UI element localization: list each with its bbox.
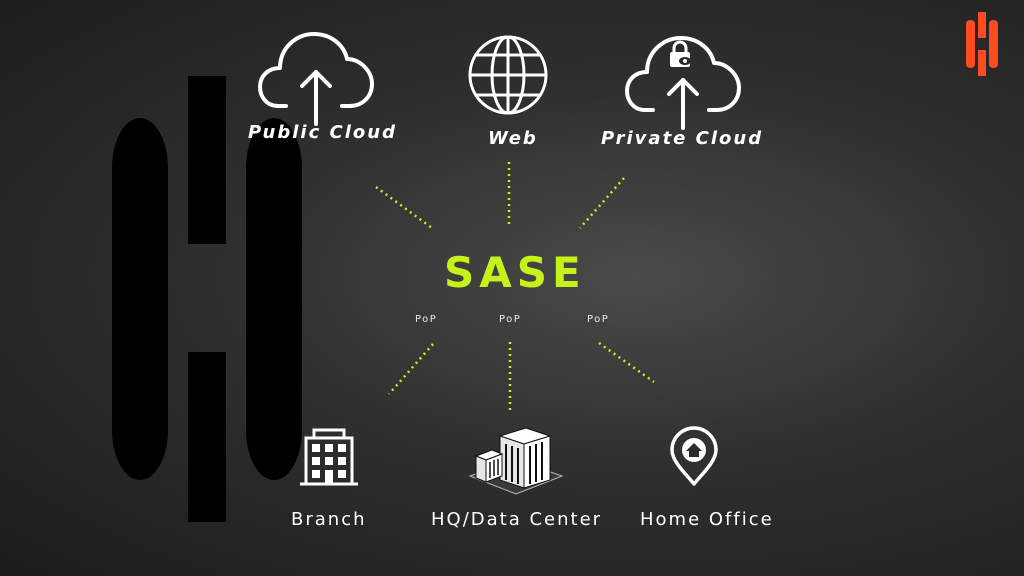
branch-label: Branch bbox=[291, 509, 367, 530]
data-center-building-icon bbox=[468, 427, 564, 495]
cloud-upload-icon bbox=[258, 32, 374, 126]
connector-home-office bbox=[598, 341, 655, 384]
connector-private-cloud bbox=[579, 177, 625, 229]
pop-label-right: PoP bbox=[587, 314, 610, 325]
office-building-icon bbox=[300, 428, 358, 486]
home-office-label: Home Office bbox=[640, 509, 774, 530]
brand-logo-icon bbox=[966, 12, 998, 76]
pop-label-center: PoP bbox=[499, 314, 522, 325]
private-cloud-label: Private Cloud bbox=[601, 128, 764, 149]
sase-title: SASE bbox=[444, 248, 586, 297]
public-cloud-label: Public Cloud bbox=[248, 122, 397, 143]
private-cloud-lock-icon bbox=[625, 36, 741, 130]
hq-data-center-label: HQ/Data Center bbox=[431, 509, 603, 530]
pop-label-left: PoP bbox=[415, 314, 438, 325]
web-label: Web bbox=[488, 128, 538, 149]
globe-icon bbox=[468, 35, 548, 115]
connector-branch bbox=[388, 343, 434, 395]
connector-public-cloud bbox=[375, 185, 433, 230]
home-pin-icon bbox=[670, 426, 718, 486]
